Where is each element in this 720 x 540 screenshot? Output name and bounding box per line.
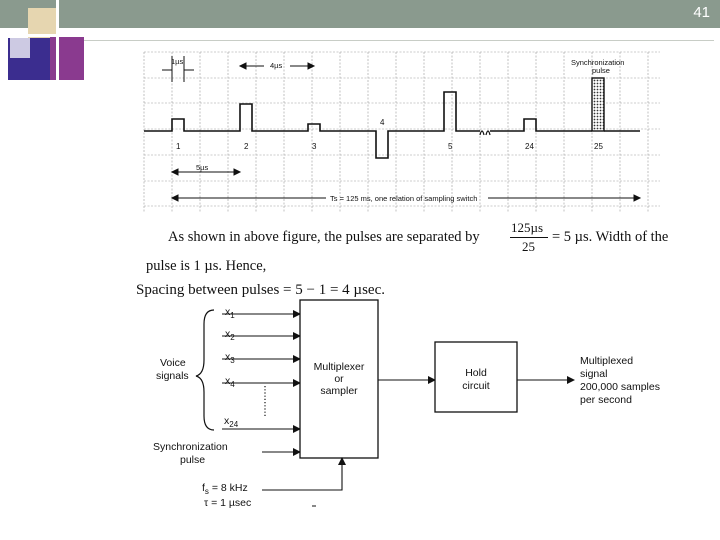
clock-arrow (262, 457, 346, 491)
decor-square-purple (50, 36, 84, 80)
fraction-denominator: 25 (522, 239, 535, 254)
hold-label-line1: Hold (465, 367, 487, 379)
marker-1us (162, 56, 194, 82)
input-labels: x1 x2 x3 x4 x24 (224, 306, 239, 429)
fraction-bar (510, 237, 548, 238)
sync-label-line2: pulse (592, 66, 610, 75)
label-5us: 5µs (196, 163, 208, 172)
grid (143, 51, 660, 212)
voice-label-line1: Voice (160, 357, 186, 369)
text-line2: pulse is 1 µs. Hence, (146, 258, 267, 274)
pulse-waveform (144, 91, 480, 159)
label-ts: Ts = 125 ms, one relation of sampling sw… (330, 194, 477, 203)
hold-circuit-block (434, 341, 518, 413)
sync-input-line1: Synchronization (153, 441, 228, 453)
break-mark (479, 130, 491, 136)
decor-vertical-line (56, 0, 59, 80)
input-x2: x2 (225, 328, 235, 342)
pulse-number: 4 (380, 118, 385, 127)
input-x4: x4 (225, 375, 235, 389)
pulse-number: 2 (244, 142, 249, 151)
title-bar: 41 (0, 0, 720, 28)
input-x3: x3 (225, 351, 235, 365)
output-line1: Multiplexed (580, 355, 633, 367)
decor-horizontal-line (0, 34, 84, 37)
output-line2: signal (580, 368, 607, 380)
mux-label-line2: or (334, 373, 344, 385)
voice-label-line2: signals (156, 370, 189, 382)
sync-label-line1: Synchronization (571, 58, 624, 67)
fs-label: fs = 8 kHz (202, 482, 248, 496)
text-line3: Spacing between pulses = 5 − 1 = 4 µsec. (136, 282, 385, 298)
input-x1: x1 (225, 306, 235, 320)
timing-diagram: 1µs 4µs Synchronization pulse 1 2 3 4 5 … (143, 51, 660, 212)
decor-rule (84, 40, 714, 41)
slide-number: 41 (693, 4, 710, 21)
pulse-waveform-end (490, 118, 592, 132)
sync-input-line2: pulse (180, 454, 205, 466)
label-1us: 1µs (171, 57, 183, 66)
pulse-number: 5 (448, 142, 453, 151)
mux-label-line3: sampler (320, 385, 358, 397)
decor-square-white (10, 38, 30, 58)
output-line3: 200,000 samples (580, 381, 660, 393)
pulse-number: 24 (525, 142, 534, 151)
marker-4us (238, 62, 316, 70)
fraction-numerator: 125µs (511, 220, 544, 235)
multiplexer-block (299, 299, 379, 459)
pulse-number: 25 (594, 142, 603, 151)
pulse-number: 3 (312, 142, 317, 151)
decor-square-tan (28, 8, 58, 38)
input-x24: x24 (224, 415, 239, 429)
input-arrows (222, 310, 301, 456)
block-diagram: x1 x2 x3 x4 x24 Voice signals Synchroniz… (153, 299, 660, 509)
mux-label-line1: Multiplexer (314, 361, 365, 373)
text-line1-prefix: As shown in above figure, the pulses are… (168, 229, 480, 245)
marker-5us (170, 168, 242, 176)
output-line4: per second (580, 394, 632, 406)
pulse-number: 1 (176, 142, 181, 151)
text-line1-suffix: = 5 µs. Width of the (552, 229, 669, 245)
marker-ts (170, 194, 642, 202)
label-4us: 4µs (270, 61, 282, 70)
sync-pulse (591, 77, 605, 132)
brace (195, 309, 215, 431)
tau-label: τ = 1 µsec (204, 497, 251, 509)
hold-label-line2: circuit (462, 380, 490, 392)
